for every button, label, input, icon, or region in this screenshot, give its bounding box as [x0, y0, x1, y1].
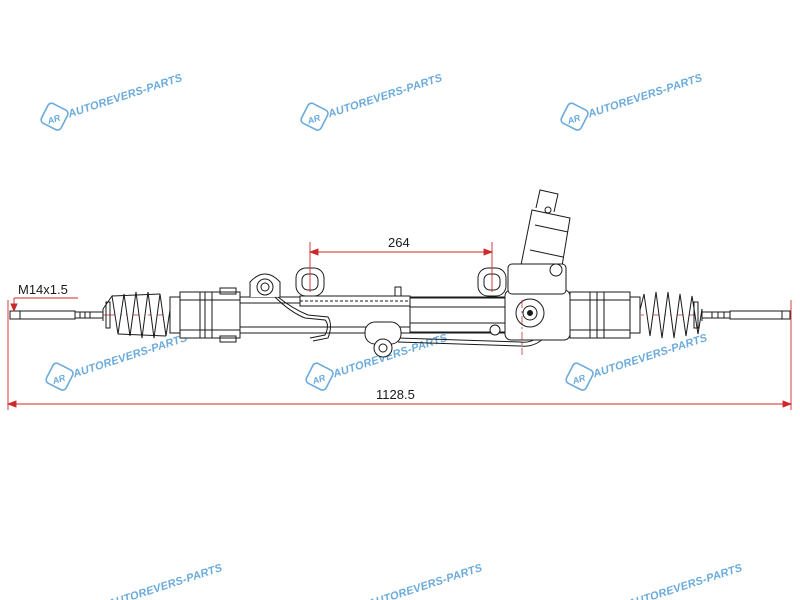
- thread-callout-label: M14x1.5: [18, 282, 68, 297]
- steering-rack-assembly: [9, 189, 791, 358]
- watermark-text: AUTOREVERS-PARTS: [326, 72, 445, 121]
- watermark-text: AUTOREVERS-PARTS: [66, 72, 185, 121]
- right-housing-end: [569, 291, 641, 339]
- right-boot: [639, 291, 703, 339]
- watermark-bottom-left: AUTOREVERS-PARTS: [106, 562, 225, 600]
- lower-mount: [364, 321, 501, 358]
- watermark-text: AUTOREVERS-PARTS: [586, 72, 705, 121]
- watermark-middle-left: AR AUTOREVERS-PARTS: [45, 332, 190, 391]
- watermark-top-right: AR AUTOREVERS-PARTS: [560, 72, 705, 131]
- dimension-264: [308, 242, 494, 292]
- thread-callout: [10, 297, 78, 313]
- left-mount-bracket: [249, 267, 325, 297]
- watermark-text: AUTOREVERS-PARTS: [106, 562, 225, 600]
- dimension-1128: [6, 300, 793, 410]
- watermark-top-center: AR AUTOREVERS-PARTS: [300, 72, 445, 131]
- watermark-logo-text: AR: [310, 372, 327, 386]
- watermark-bottom-center: AUTOREVERS-PARTS: [366, 562, 485, 600]
- dimension-1128-label: 1128.5: [376, 387, 415, 402]
- input-shaft: [507, 189, 571, 295]
- left-boot: [102, 291, 171, 339]
- watermark-bottom-right: AUTOREVERS-PARTS: [626, 562, 745, 600]
- watermark-text: AUTOREVERS-PARTS: [71, 332, 190, 381]
- left-tie-rod: [9, 310, 104, 320]
- watermark-logo-text: AR: [570, 372, 587, 386]
- right-tie-rod: [701, 310, 791, 320]
- watermark-text: AUTOREVERS-PARTS: [366, 562, 485, 600]
- dimension-264-label: 264: [388, 235, 410, 250]
- watermark-logo-text: AR: [50, 372, 67, 386]
- watermark-logo-text: AR: [305, 112, 322, 126]
- watermark-text: AUTOREVERS-PARTS: [626, 562, 745, 600]
- watermark-logo-text: AR: [45, 112, 62, 126]
- left-housing-end: [169, 287, 241, 343]
- watermark-top-left: AR AUTOREVERS-PARTS: [40, 72, 185, 131]
- watermark-text: AUTOREVERS-PARTS: [591, 332, 710, 381]
- watermark-logo-text: AR: [565, 112, 582, 126]
- valve-body: [504, 289, 571, 355]
